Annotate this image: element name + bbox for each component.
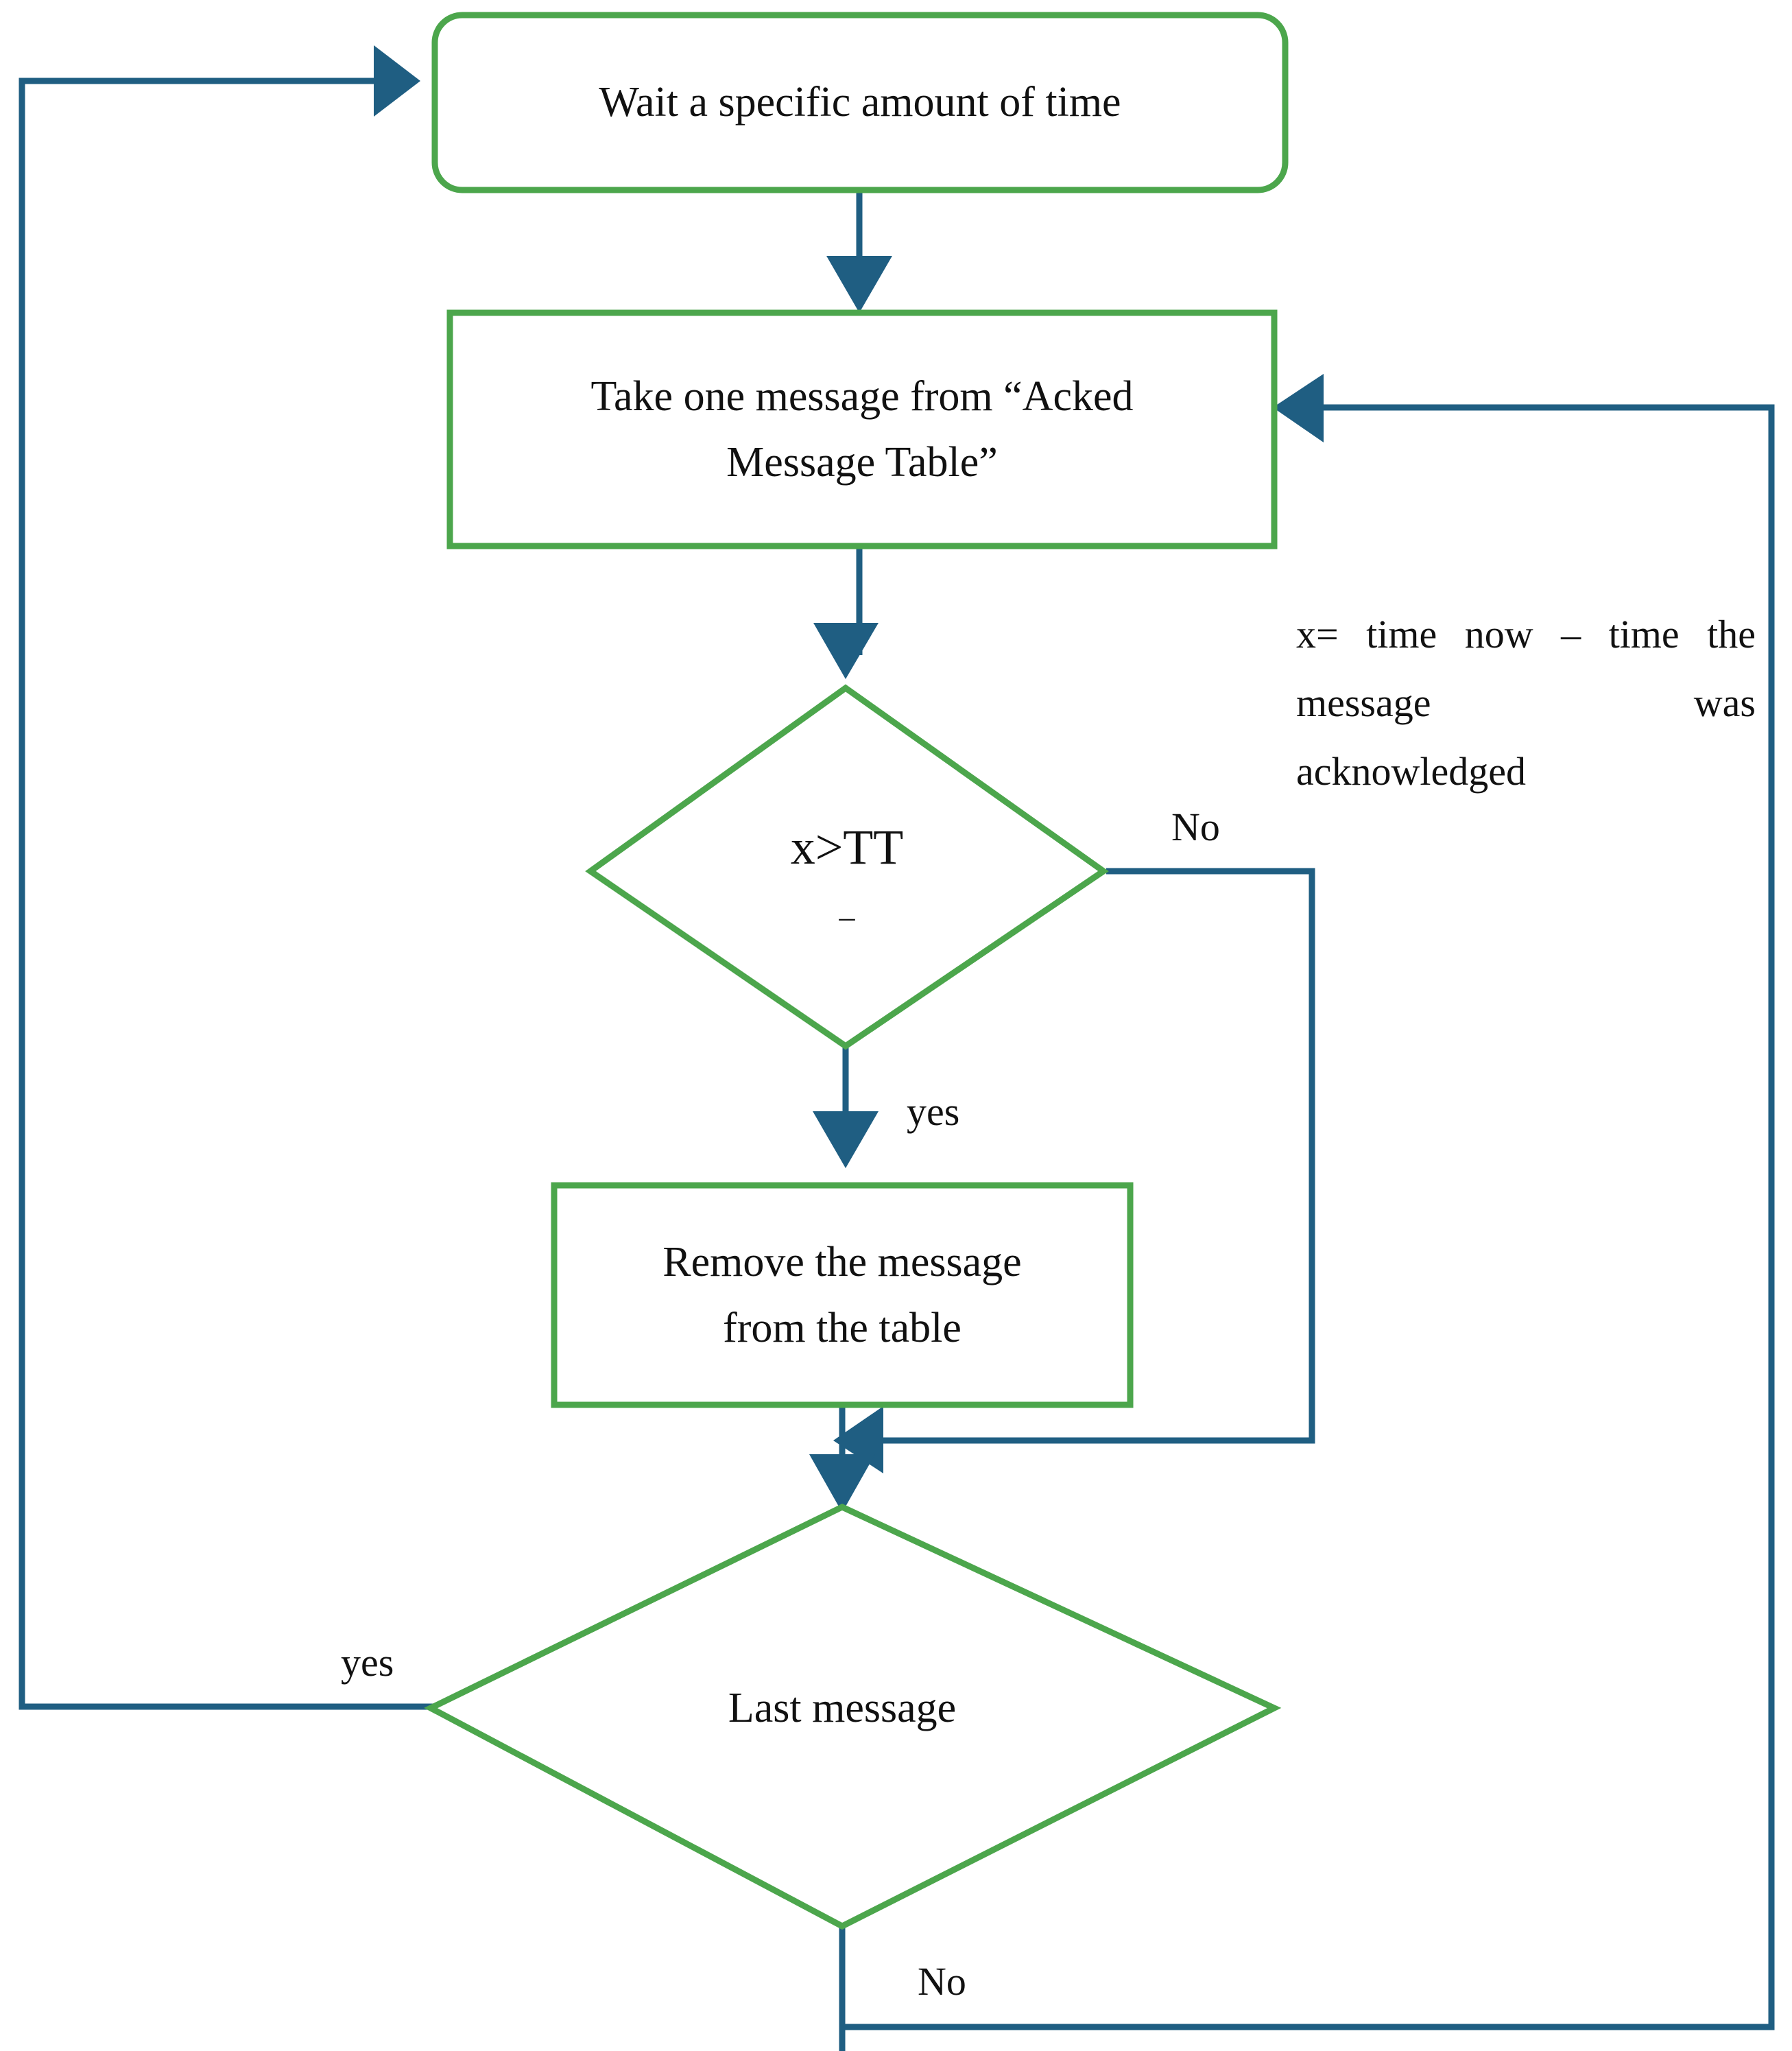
- edge-decision-no-to-junction: [878, 868, 1315, 1444]
- annotation-line-2: message was: [1296, 680, 1756, 725]
- node-decision-x-shape[interactable]: [585, 684, 1109, 1050]
- arrowhead-into-take-right: [1273, 374, 1324, 442]
- annotation-line-3: acknowledged: [1296, 748, 1526, 794]
- arrowheads: [374, 45, 1324, 1513]
- arrowhead-into-remove: [813, 1111, 879, 1168]
- arrowhead-into-wait: [374, 45, 420, 117]
- arrowhead-into-last-message: [809, 1454, 875, 1513]
- node-last-message-shape[interactable]: [424, 1504, 1282, 1930]
- node-take-message-shape[interactable]: [446, 309, 1278, 549]
- edge-yes-loop-to-wait: [19, 78, 439, 1710]
- annotation-line-1: x= time now – time the: [1296, 612, 1756, 656]
- edge-no-loop-to-take: [839, 404, 1775, 2051]
- edge-label-last-message-no: No: [918, 1959, 966, 2004]
- arrowhead-into-take-top: [826, 256, 892, 313]
- connectors: [19, 78, 1775, 2051]
- edge-label-decision-yes: yes: [907, 1089, 960, 1134]
- edge-label-last-message-yes: yes: [341, 1640, 394, 1685]
- annotation-x-definition: x= time now – time the message was ackno…: [1296, 600, 1756, 805]
- edge-label-decision-no: No: [1171, 805, 1220, 849]
- node-shapes: [424, 12, 1289, 1930]
- arrowhead-into-decision: [813, 623, 879, 679]
- node-wait-shape[interactable]: [431, 12, 1289, 193]
- node-remove-message-shape[interactable]: [551, 1182, 1134, 1408]
